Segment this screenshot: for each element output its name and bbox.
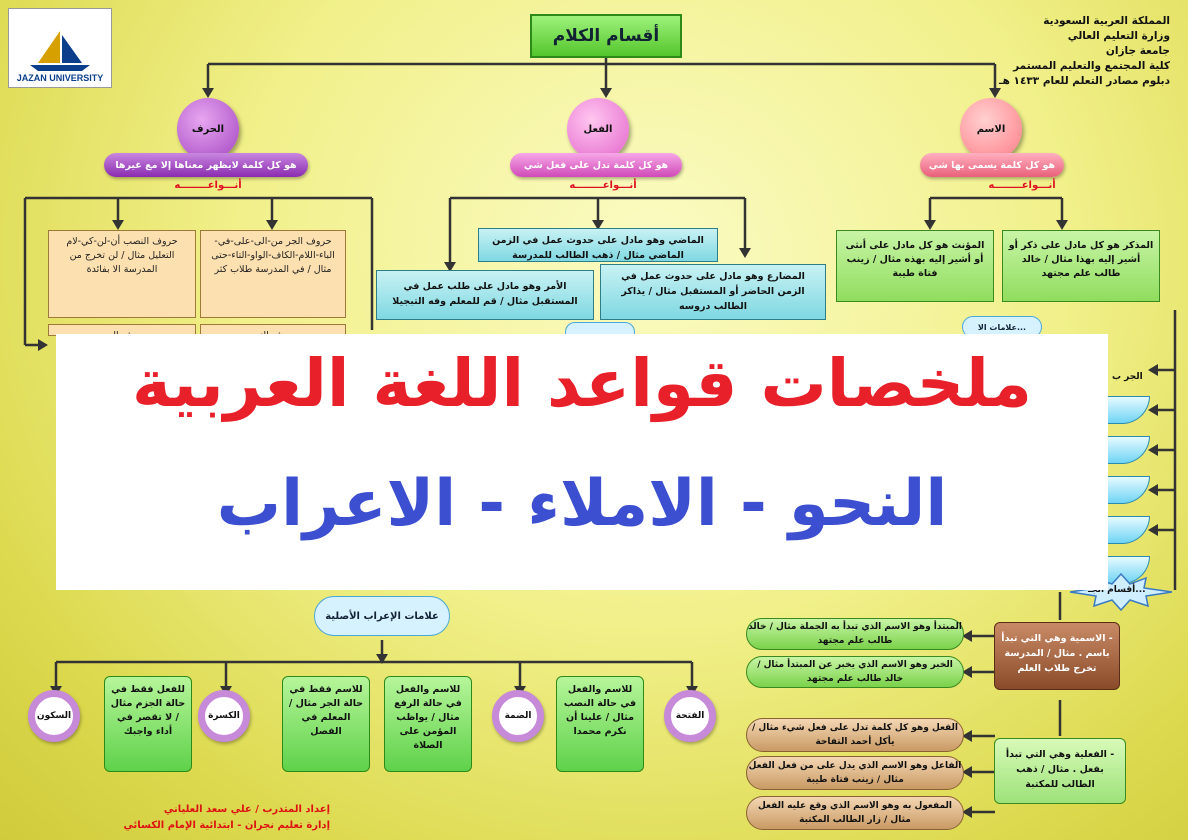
header-line: وزارة التعليم العالي [1067, 30, 1170, 42]
title-banner [56, 334, 1108, 590]
credit-author: إعداد المتدرب / علي سعد العلياني [163, 804, 330, 815]
fel-definition: هو كل كلمة تدل على فعل شي [510, 153, 682, 177]
raf-column: للاسم والفعل في حالة الرفع مثال / يواظب … [384, 676, 472, 772]
irab-cloud: علامات الإعراب الأصلية [314, 596, 450, 636]
banner-title: ملخصات قواعد اللغة العربية [132, 345, 1032, 422]
kasra-node: الكسرة [198, 690, 250, 742]
header-line: المملكة العربية السعودية [1043, 15, 1170, 27]
nasb-column: للاسم والفعل في حالة النصب مثال / علينا … [556, 676, 644, 772]
university-logo: JAZAN UNIVERSITY [8, 8, 112, 88]
khabar-pill: الخبر وهو الاسم الذي يخبر عن المبتدأ مثا… [746, 656, 964, 688]
credit-school: إدارة تعليم نجران - ابتدائية الإمام الكس… [123, 820, 330, 831]
jarr-column: للاسم فقط في حالة الجر مثال / المعلم في … [282, 676, 370, 772]
header-line: جامعة جازان [1105, 45, 1170, 57]
fan-label: الجر ب [1112, 372, 1143, 382]
jarr-letters-box: حروف الجر من-الى-على-في-الباء-اللام-الكا… [200, 230, 346, 318]
star-label: أقسام الجـ... [1088, 585, 1146, 595]
logo-text: JAZAN UNIVERSITY [16, 73, 104, 83]
header-info: المملكة العربية السعودية وزارة التعليم ا… [940, 14, 1170, 89]
mubtada-pill: المبتدأ وهو الاسم الذي تبدأ به الجملة مث… [746, 618, 964, 650]
banner-subtitle: النحو - الاملاء - الاعراب [216, 467, 948, 541]
mafool-pill: المفعول به وهو الاسم الذي وقع عليه الفعل… [746, 796, 964, 830]
ism-definition: هو كل كلمة يسمى بها شي [920, 153, 1064, 177]
fel-node: الفعل [567, 98, 629, 160]
mudhakkar-box: المذكر هو كل مادل على ذكر أو أشير إليه ب… [1002, 230, 1160, 302]
jazm-column: للفعل فقط في حالة الجزم مثال / لا تقصر ف… [104, 676, 192, 772]
faeel-pill: الفاعل وهو الاسم الذي يدل على من فعل الف… [746, 756, 964, 790]
nominal-sentence-box: - الاسمية وهي التي تبدأ باسم . مثال / ال… [994, 622, 1120, 690]
madi-box: الماضي وهو مادل على حدوث عمل في الزمن ال… [478, 228, 718, 262]
fel-kinds-label: أنـــواعــــــــه [569, 180, 637, 191]
nasb-letters-box: حروف النصب أن-لن-كي-لام التعليل مثال / ل… [48, 230, 196, 318]
harf-node: الحرف [177, 98, 239, 160]
damma-node: الضمة [492, 690, 544, 742]
harf-kinds-label: أنـــواعــــــــه [174, 180, 242, 191]
header-line: دبلوم مصادر التعلم للعام ١٤٣٣ هـ [999, 75, 1170, 87]
sukun-node: السكون [28, 690, 80, 742]
harf-definition: هو كل كلمة لايظهر معناها إلا مع غيرها [104, 153, 308, 177]
fatha-node: الفتحة [664, 690, 716, 742]
amr-box: الأمر وهو مادل على طلب عمل في المستقبل م… [376, 270, 594, 320]
verbal-sentence-box: - الفعلية وهي التي تبدأ بفعل . مثال / ذه… [994, 738, 1126, 804]
mudare-box: المضارع وهو مادل على حدوث عمل في الزمن ا… [600, 264, 826, 320]
sailboat-logo-icon [30, 31, 90, 71]
ism-node: الاسم [960, 98, 1022, 160]
muannath-box: المؤنث هو كل مادل على أنثى أو أشير إليه … [836, 230, 994, 302]
ism-kinds-label: أنـــواعــــــــه [988, 180, 1056, 191]
root-node: أقسام الكلام [530, 14, 682, 58]
feel-pill: الفعل وهو كل كلمة تدل على فعل شيء مثال /… [746, 718, 964, 752]
header-line: كلية المجتمع والتعليم المستمر [1013, 60, 1170, 72]
